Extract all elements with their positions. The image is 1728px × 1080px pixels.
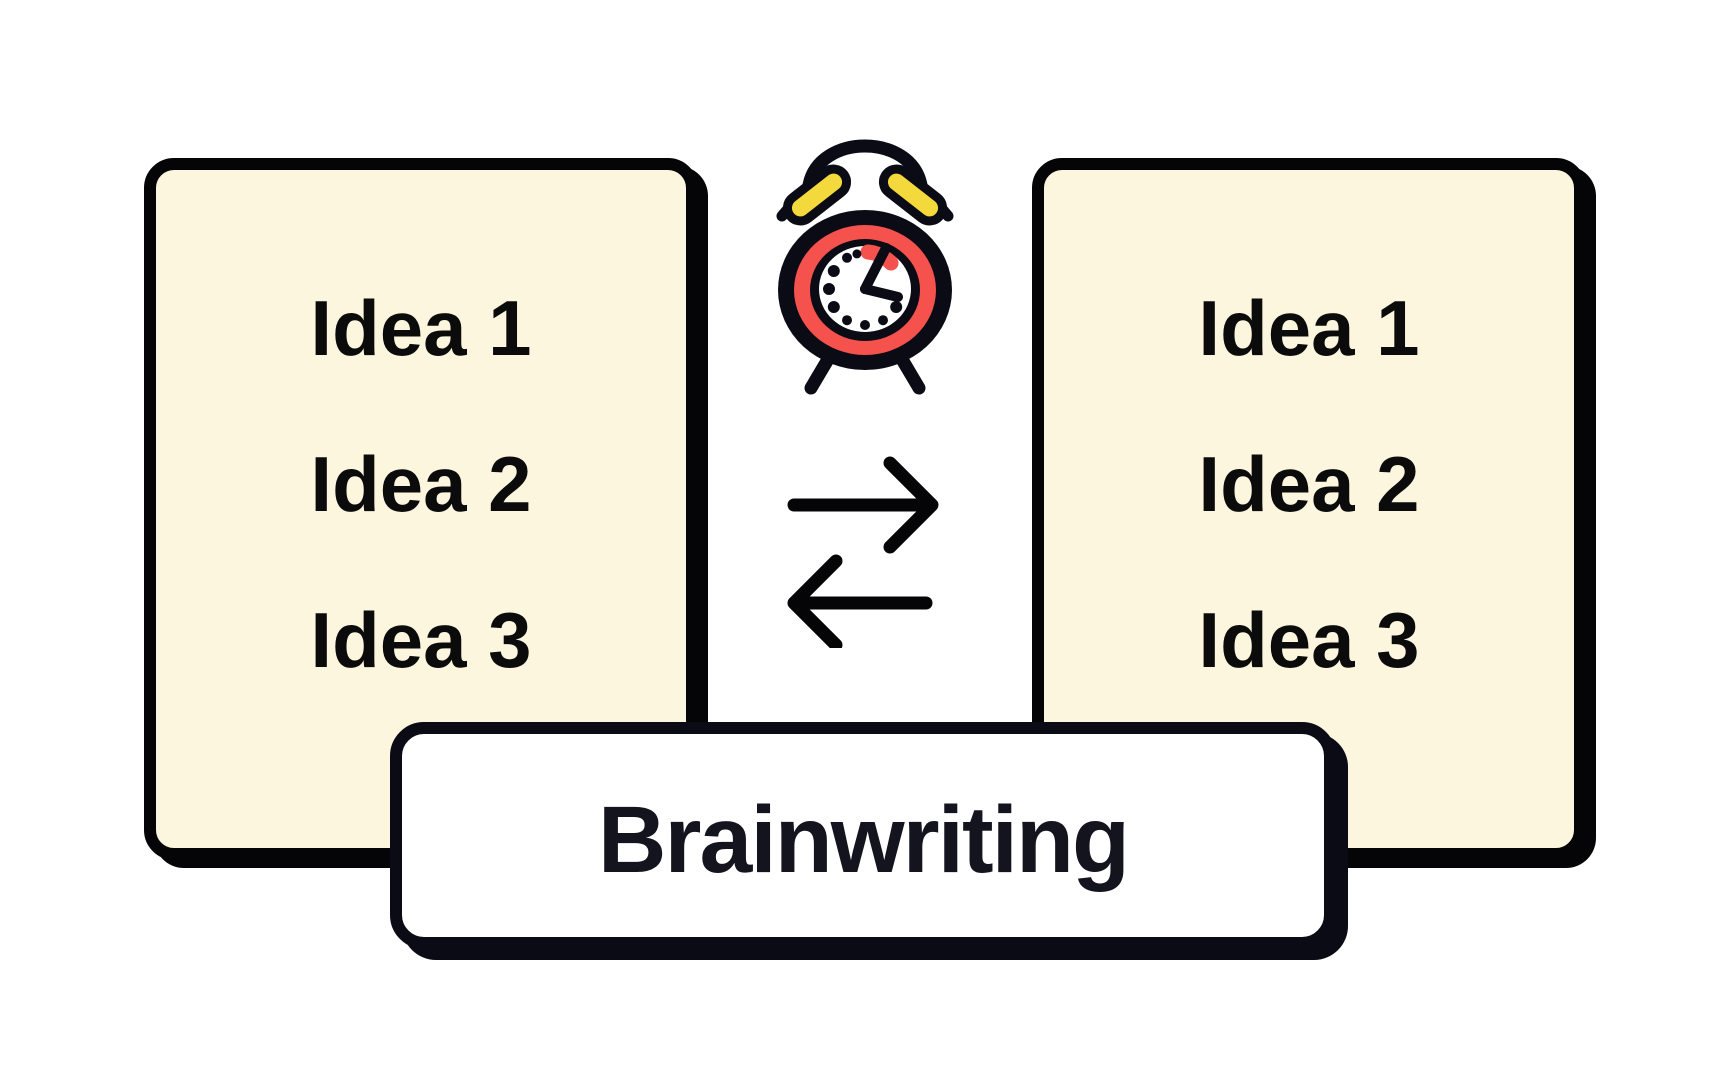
idea-item: Idea 3 — [310, 596, 532, 684]
idea-item: Idea 2 — [1198, 440, 1420, 528]
idea-item: Idea 3 — [1198, 596, 1420, 684]
swap-arrows-icon — [787, 456, 939, 648]
idea-item: Idea 2 — [310, 440, 532, 528]
diagram-title: Brainwriting — [597, 787, 1130, 893]
idea-card-left: Idea 1 Idea 2 Idea 3 — [144, 158, 698, 860]
brainwriting-label: Brainwriting — [390, 722, 1336, 949]
idea-item: Idea 1 — [1198, 284, 1420, 372]
alarm-clock-icon — [776, 139, 954, 395]
idea-item: Idea 1 — [310, 284, 532, 372]
